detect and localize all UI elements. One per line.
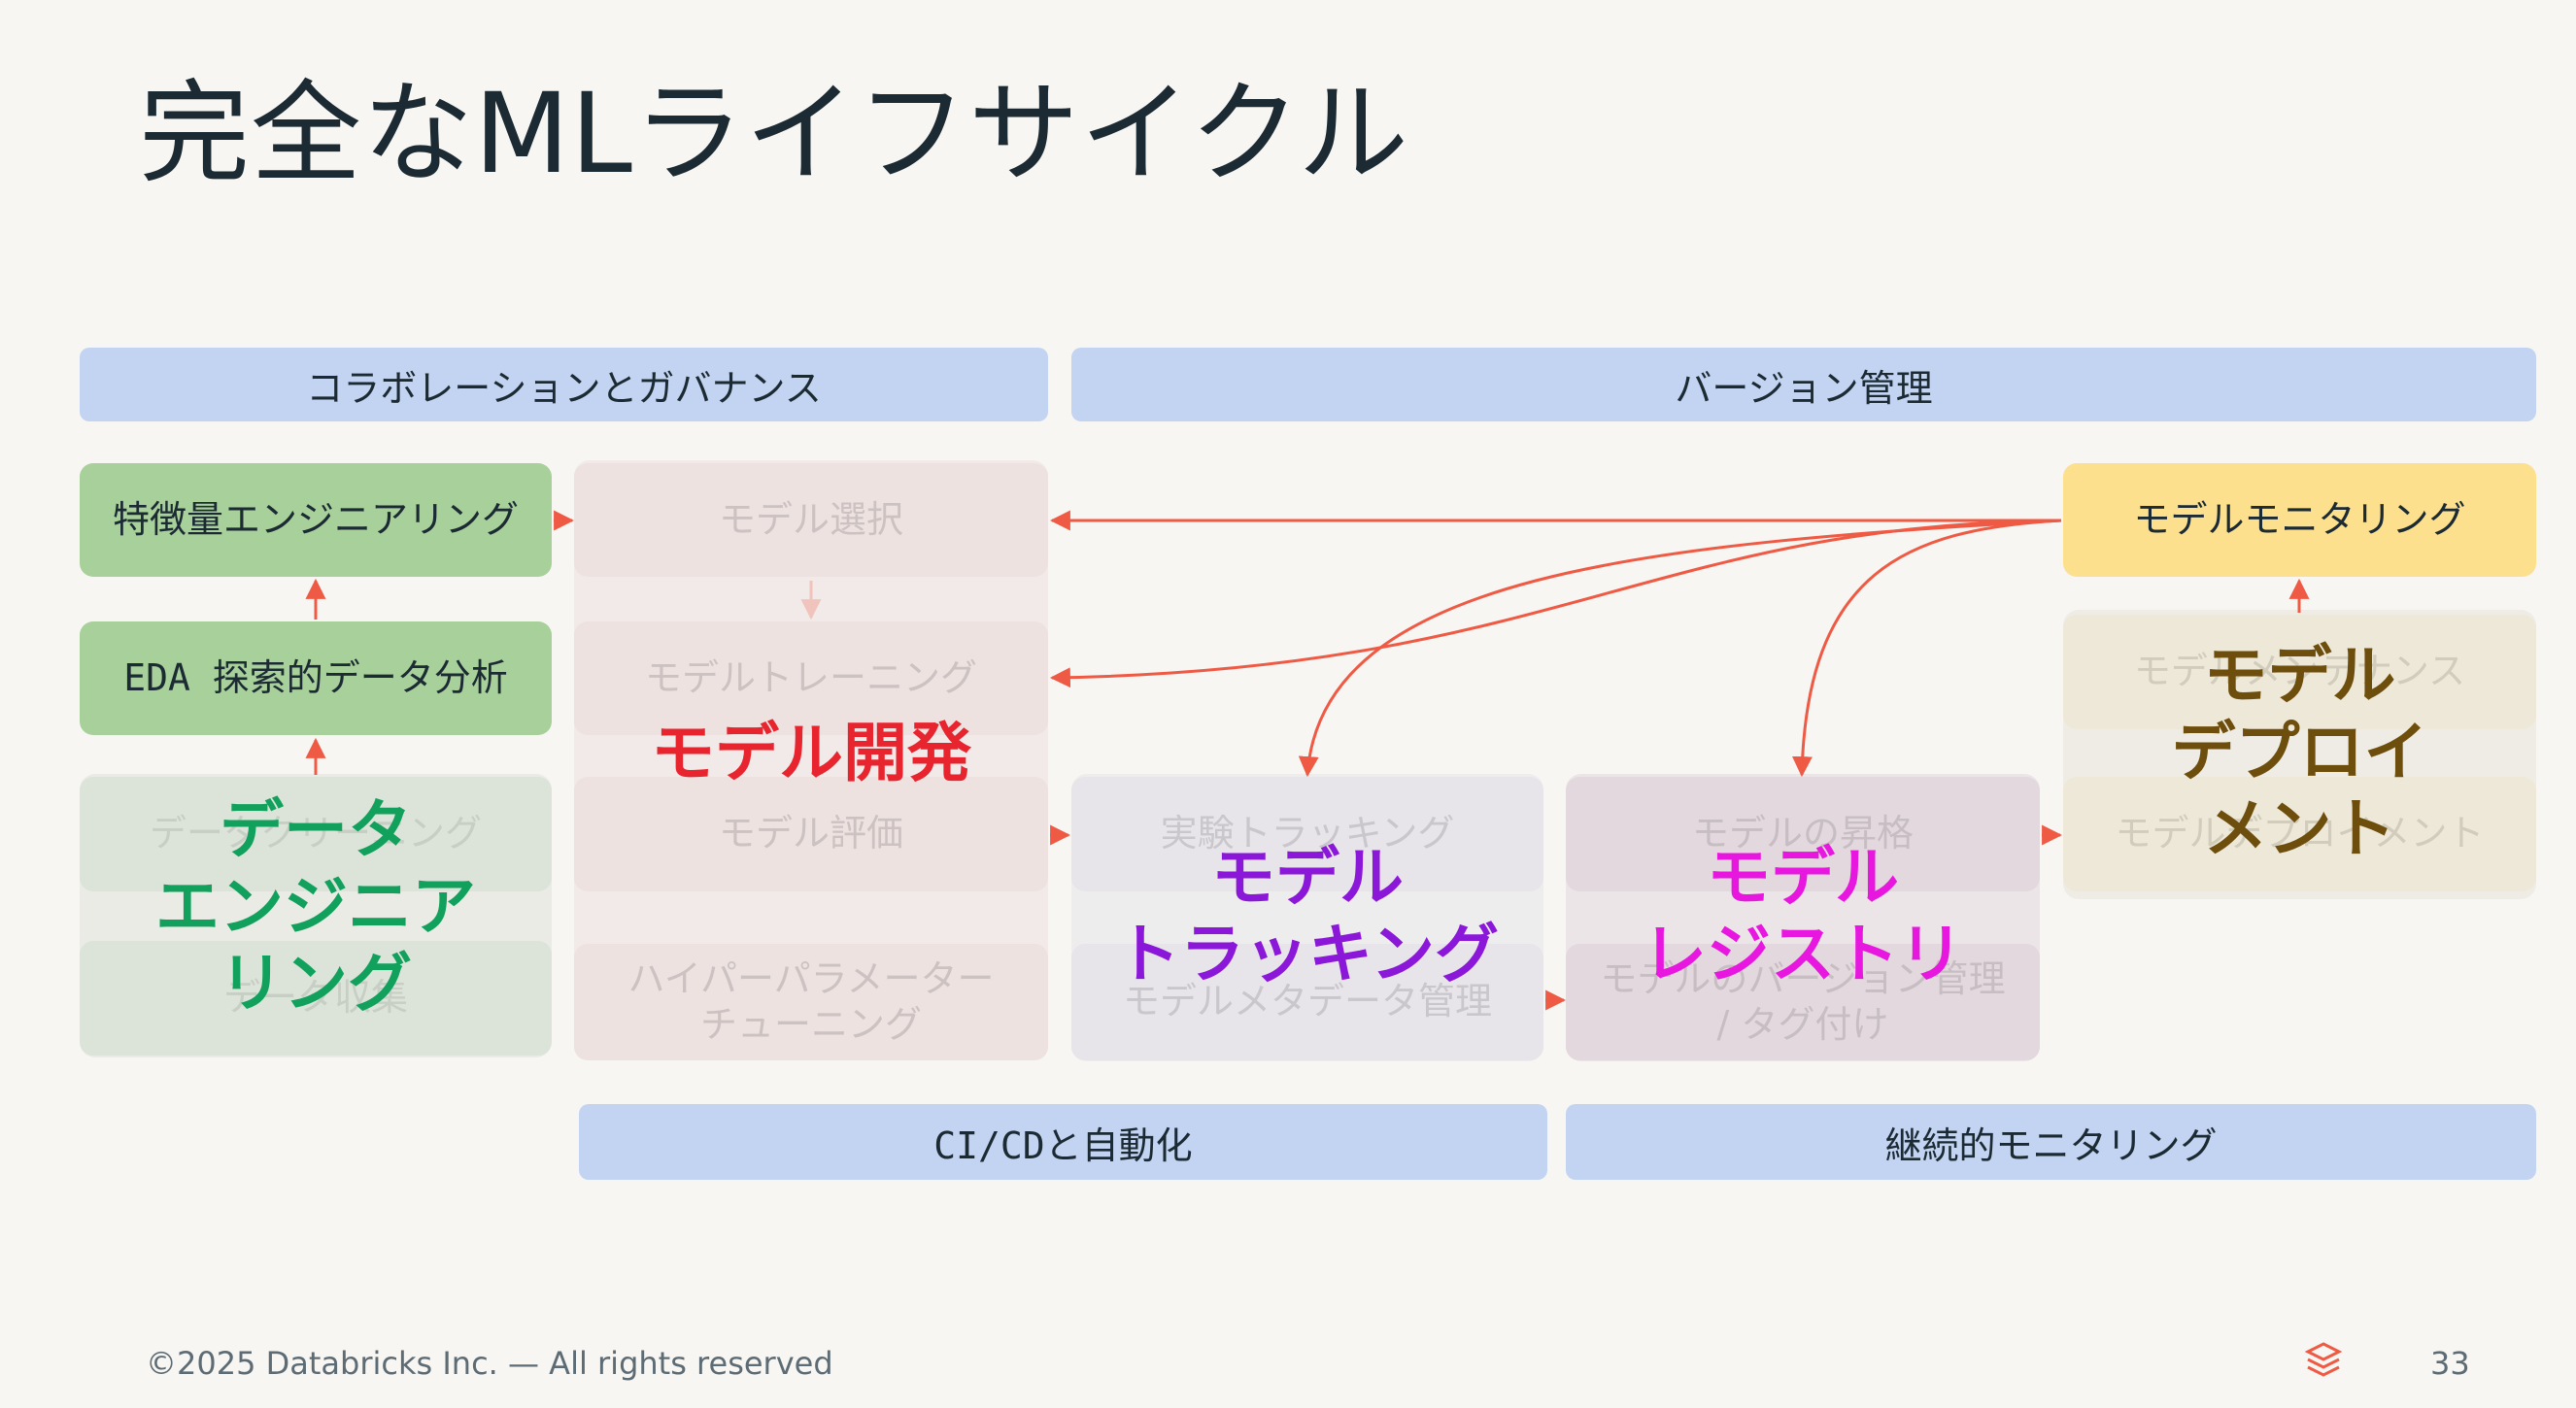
hyperparameter-tuning-box: ハイパーパラメーター チューニング <box>574 944 1048 1060</box>
band-cicd-label: CI/CDと自動化 <box>933 1123 1193 1167</box>
arrow-monitoring-to-tracking <box>1298 519 2062 778</box>
version-tagging-box: モデルのバージョン管理 / タグ付け <box>1566 944 2040 1060</box>
band-cicd-automation: CI/CDと自動化 <box>579 1104 1547 1180</box>
band-monitoring-label: 継続的モニタリング <box>1884 1123 2218 1167</box>
eda-label: EDA 探索的データ分析 <box>123 655 508 699</box>
band-continuous-monitoring: 継続的モニタリング <box>1566 1104 2536 1180</box>
overlay-model-development-text: モデル開発 <box>651 716 971 790</box>
data-collection-label: データ収集 <box>222 976 408 1020</box>
overlay-model-deployment-line1: モデル <box>2203 638 2396 713</box>
hyperparameter-tuning-label-line2: チューニング <box>699 1003 922 1046</box>
overlay-model-registry: モデル レジストリ <box>1566 839 2040 992</box>
overlay-model-tracking-line2: トラッキング <box>1115 917 1500 992</box>
overlay-model-tracking: モデル トラッキング <box>1071 839 1543 992</box>
version-tagging-label-line1: モデルのバージョン管理 <box>1600 956 2006 1000</box>
model-promotion-box: モデルの昇格 <box>1566 777 2040 891</box>
model-promotion-label: モデルの昇格 <box>1691 812 1914 855</box>
model-evaluation-label: モデル評価 <box>718 812 903 855</box>
overlay-model-deployment: モデル デプロイ メント <box>2063 637 2536 868</box>
overlay-model-development: モデル開発 <box>574 715 1048 791</box>
model-evaluation-box: モデル評価 <box>574 777 1048 891</box>
data-collection-box: データ収集 <box>80 941 552 1056</box>
overlay-data-engineering-line1: データ <box>220 792 412 867</box>
band-version-label: バージョン管理 <box>1675 366 1933 410</box>
page-title: 完全なMLライフサイクル <box>139 69 1410 198</box>
version-tagging-label-line2: / タグ付け <box>1716 1003 1889 1046</box>
band-collaboration-governance: コラボレーションとガバナンス <box>80 348 1048 421</box>
metadata-management-label: モデルメタデータ管理 <box>1122 980 1492 1023</box>
overlay-model-tracking-line1: モデル <box>1211 840 1404 915</box>
overlay-data-engineering-line2: エンジニア <box>155 869 476 945</box>
data-cleaning-box: データクリーニング <box>80 777 552 891</box>
hyperparameter-tuning-label-line1: ハイパーパラメーター <box>627 956 995 1000</box>
overlay-model-registry-line2: レジストリ <box>1643 917 1963 992</box>
page-number: 33 <box>2430 1345 2470 1382</box>
overlay-data-engineering-line3: リング <box>220 946 412 1022</box>
band-collaboration-label: コラボレーションとガバナンス <box>306 366 822 410</box>
arrow-monitoring-to-registry <box>1791 519 2062 778</box>
overlay-model-deployment-line3: メント <box>2203 791 2396 867</box>
eda-box: EDA 探索的データ分析 <box>80 621 552 735</box>
metadata-management-box: モデルメタデータ管理 <box>1071 944 1543 1060</box>
model-monitoring-box: モデルモニタリング <box>2063 463 2536 577</box>
data-cleaning-label: データクリーニング <box>149 812 482 855</box>
feature-engineering-box: 特徴量エンジニアリング <box>80 463 552 577</box>
model-monitoring-label: モデルモニタリング <box>2133 497 2466 541</box>
overlay-model-deployment-line2: デプロイ <box>2171 715 2428 790</box>
model-serving-box: モデルメンテナンス <box>2063 615 2536 729</box>
feature-engineering-label: 特徴量エンジニアリング <box>112 497 519 541</box>
model-training-box: モデルトレーニング <box>574 621 1048 735</box>
band-version-control: バージョン管理 <box>1071 348 2536 421</box>
arrow-monitoring-to-training <box>1049 519 2062 688</box>
model-training-label: モデルトレーニング <box>644 655 977 699</box>
model-serving-label: モデルメンテナンス <box>2133 650 2466 693</box>
experiment-tracking-label: 実験トラッキング <box>1160 812 1455 855</box>
footer-copyright: ©2025 Databricks Inc. — All rights reser… <box>146 1345 833 1382</box>
overlay-data-engineering: データ エンジニア リング <box>80 791 552 1022</box>
overlay-model-registry-line1: モデル <box>1707 840 1899 915</box>
model-deploy-box: モデルデプロイメント <box>2063 777 2536 891</box>
model-deploy-label: モデルデプロイメント <box>2115 812 2485 855</box>
databricks-logo-icon <box>2304 1342 2343 1377</box>
model-selection-label: モデル選択 <box>718 497 903 541</box>
experiment-tracking-box: 実験トラッキング <box>1071 777 1543 891</box>
model-selection-box: モデル選択 <box>574 463 1048 577</box>
